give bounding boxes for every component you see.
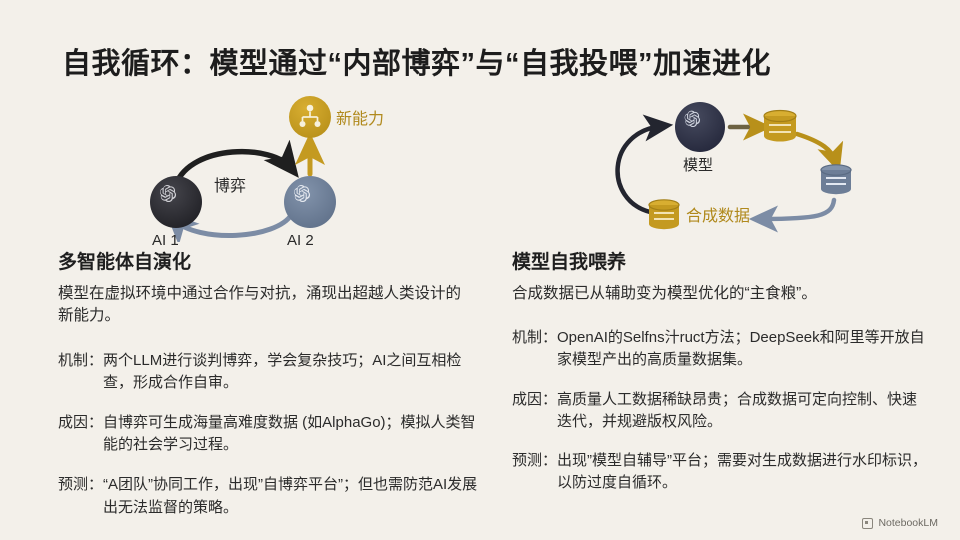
arrow-synthetic-to-model	[615, 114, 674, 215]
right-column-intro: 合成数据已从辅助变为模型优化的“主食粮”。	[512, 284, 817, 302]
label-synthetic-data: 合成数据	[686, 208, 751, 225]
page-title: 自我循环：模型通过“内部博弈”与“自我投喂”加速进化	[62, 48, 772, 80]
database-cylinder-icon-gold-bottom	[648, 199, 680, 230]
model-self-feeding-diagram: 模型 合成数据	[600, 92, 875, 244]
right-bullet-prediction-text: 出现”模型自辅导”平台；需要对生成数据进行水印标识，以防过度自循环。	[557, 452, 928, 492]
left-bullet-mechanism: 机制： 两个LLM进行谈判博弈，学会复杂技巧；AI之间互相检查，形成合作自审。	[58, 350, 478, 394]
footer-brand: NotebookLM	[862, 517, 938, 529]
left-column-heading: 多智能体自演化	[58, 252, 192, 273]
right-bullet-prediction: 预测： 出现”模型自辅导”平台；需要对生成数据进行水印标识，以防过度自循环。	[512, 450, 932, 494]
database-cylinder-icon-gold-top	[763, 109, 797, 142]
node-ai1	[150, 176, 202, 228]
left-bullet-prediction-text: “A团队”协同工作，出现”自博弈平台”；但也需防范AI发展出无法监督的策略。	[103, 476, 478, 516]
node-ai2	[284, 176, 336, 228]
right-bullet-cause: 成因： 高质量人工数据稀缺昂贵；合成数据可定向控制、快速迭代，并规避版权风险。	[512, 389, 932, 433]
label-ai1: AI 1	[152, 232, 179, 249]
right-bullet-mechanism: 机制： OpenAI的Selfns汁ruct方法；DeepSeek和阿里等开放自…	[512, 327, 932, 371]
multi-agent-self-play-diagram: AI 1 AI 2 新能力 博弈	[140, 92, 430, 249]
label-ai2: AI 2	[287, 232, 314, 249]
right-bullet-mechanism-text: OpenAI的Selfns汁ruct方法；DeepSeek和阿里等开放自家模型产…	[557, 329, 925, 369]
left-bullet-cause-text: 自博弈可生成海量高难度数据 (如AlphaGo)；模拟人类智能的社会学习过程。	[103, 414, 476, 454]
left-bullet-prediction-label: 预测：	[58, 476, 104, 494]
notebooklm-logo-icon	[862, 517, 874, 529]
arrow-golddb-to-bluedb	[794, 131, 844, 173]
left-diagram-svg	[150, 96, 336, 242]
right-diagram-svg	[615, 102, 852, 233]
database-cylinder-icon-blue	[820, 164, 852, 195]
left-bullet-cause-label: 成因：	[58, 414, 104, 432]
right-bullet-mechanism-label: 机制：	[512, 329, 558, 347]
footer-brand-label: NotebookLM	[878, 517, 938, 529]
right-column-heading: 模型自我喂养	[512, 252, 627, 273]
node-new-capability	[289, 96, 331, 138]
column-left: 多智能体自演化 模型在虚拟环境中通过合作与对抗，涌现出超越人类设计的新能力。 机…	[58, 252, 478, 537]
left-bullet-mechanism-label: 机制：	[58, 351, 104, 369]
left-bullet-mechanism-text: 两个LLM进行谈判博弈，学会复杂技巧；AI之间互相检查，形成合作自审。	[103, 351, 462, 391]
left-column-intro: 模型在虚拟环境中通过合作与对抗，涌现出超越人类设计的新能力。	[58, 284, 462, 325]
left-bullet-prediction: 预测： “A团队”协同工作，出现”自博弈平台”；但也需防范AI发展出无法监督的策…	[58, 474, 478, 518]
node-model	[675, 102, 725, 152]
label-model: 模型	[683, 157, 714, 174]
label-edge-game: 博弈	[214, 178, 247, 195]
hierarchy-network-icon	[299, 104, 321, 127]
right-bullet-cause-text: 高质量人工数据稀缺昂贵；合成数据可定向控制、快速迭代，并规避版权风险。	[557, 390, 918, 430]
arrow-bluedb-to-synthetic	[748, 197, 837, 233]
right-bullet-cause-label: 成因：	[512, 390, 558, 408]
label-new-capability: 新能力	[336, 111, 385, 128]
arrow-ai1-to-ai2	[173, 139, 299, 187]
left-bullet-cause: 成因： 自博弈可生成海量高难度数据 (如AlphaGo)；模拟人类智能的社会学习…	[58, 412, 478, 456]
column-right: 模型自我喂养 合成数据已从辅助变为模型优化的“主食粮”。 机制： OpenAI的…	[512, 252, 932, 511]
right-bullet-prediction-label: 预测：	[512, 452, 558, 470]
